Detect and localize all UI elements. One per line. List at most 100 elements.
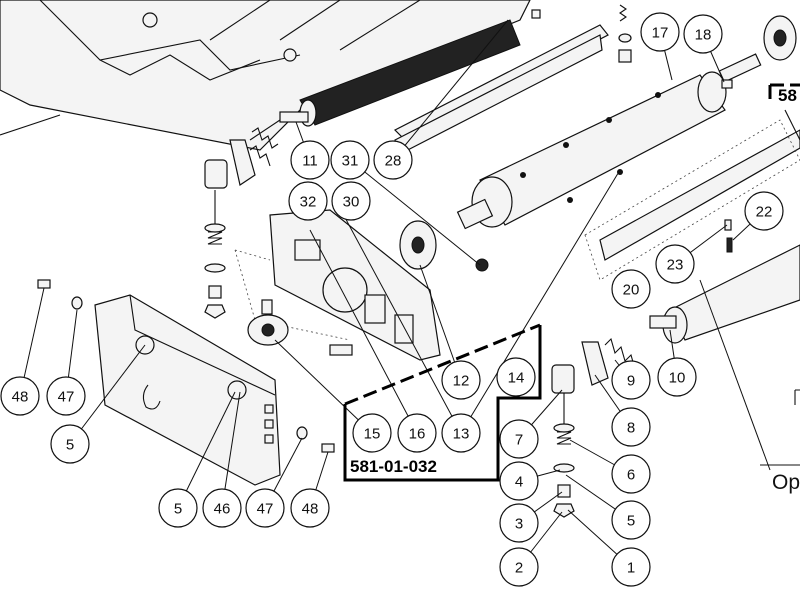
callout-number: 48 [302,501,319,518]
callout-48: 48 [290,488,330,528]
callout-14: 14 [496,357,536,397]
callout-number: 10 [669,370,686,387]
right-bracket [551,341,609,518]
right-channel [584,119,800,281]
callout-number: 5 [174,501,182,518]
callout-30: 30 [331,181,371,221]
callout-12: 12 [441,360,481,400]
callout-4: 4 [499,461,539,501]
callout-number: 5 [66,437,74,454]
callout-number: 9 [627,373,635,390]
callout-circle [499,547,539,587]
fluted-roller [249,19,521,149]
callout-18: 18 [683,14,723,54]
callout-7: 7 [499,419,539,459]
callout-number: 32 [300,194,317,211]
side-label-bottom: Op [772,471,800,494]
callout-number: 16 [409,426,426,443]
callout-number: 31 [342,153,359,170]
callout-number: 8 [627,420,635,437]
bearing-ring [399,220,489,272]
callout-circle [0,376,40,416]
callout-circle [245,488,285,528]
callout-circle [202,488,242,528]
callout-circle [330,140,370,180]
callout-32: 32 [288,181,328,221]
callout-circle [46,376,86,416]
callout-10: 10 [657,357,697,397]
fasteners [37,279,335,453]
callout-circle [499,419,539,459]
callout-5: 5 [158,488,198,528]
callout-circle [655,244,695,284]
callout-8: 8 [611,407,651,447]
callout-number: 4 [515,474,523,491]
main-roller [456,15,797,230]
callout-13: 13 [441,413,481,453]
callout-number: 5 [627,513,635,530]
callout-number: 1 [627,560,635,577]
callout-circle [499,461,539,501]
callout-47: 47 [245,488,285,528]
callout-circle [611,547,651,587]
callout-22: 22 [744,191,784,231]
small-parts [531,4,733,253]
callout-circle [50,424,90,464]
callout-number: 14 [508,370,525,387]
callout-number: 23 [667,257,684,274]
bearing-housing [234,209,441,361]
callout-circle [290,488,330,528]
callout-number: 30 [343,194,360,211]
callout-circle [441,413,481,453]
callout-6: 6 [611,454,651,494]
callout-number: 28 [385,153,402,170]
callout-number: 46 [214,501,231,518]
callout-number: 12 [453,373,470,390]
callout-circle [331,181,371,221]
callout-9: 9 [611,360,651,400]
callout-20: 20 [611,269,651,309]
callout-circle [611,454,651,494]
callout-number: 47 [257,501,274,518]
callout-circle [373,140,413,180]
callout-circle [611,500,651,540]
callout-circle [744,191,784,231]
callout-circle [683,14,723,54]
callout-48: 48 [0,376,40,416]
callout-number: 6 [627,467,635,484]
callout-number: 2 [515,560,523,577]
callout-number: 20 [623,282,640,299]
callout-3: 3 [499,503,539,543]
callout-number: 15 [364,426,381,443]
callout-circle [441,360,481,400]
callout-15: 15 [352,413,392,453]
callout-number: 7 [515,432,523,449]
callout-number: 47 [58,389,75,406]
callout-circle [657,357,697,397]
callout-circle [611,269,651,309]
callout-1: 1 [611,547,651,587]
side-label-top: 58 [778,86,797,105]
callout-circle [397,413,437,453]
callout-2: 2 [499,547,539,587]
callout-5: 5 [611,500,651,540]
frame-trough [0,0,531,151]
callout-circle [499,503,539,543]
knob [247,299,353,356]
callout-28: 28 [373,140,413,180]
callout-number: 3 [515,516,523,533]
callout-11: 11 [290,140,330,180]
callout-circle [611,407,651,447]
left-bracket [204,139,271,319]
callout-circle [496,357,536,397]
callout-46: 46 [202,488,242,528]
callout-31: 31 [330,140,370,180]
callout-number: 17 [652,25,669,42]
callout-number: 48 [12,389,29,406]
callout-circle [352,413,392,453]
callout-number: 11 [302,153,318,170]
callout-circle [290,140,330,180]
